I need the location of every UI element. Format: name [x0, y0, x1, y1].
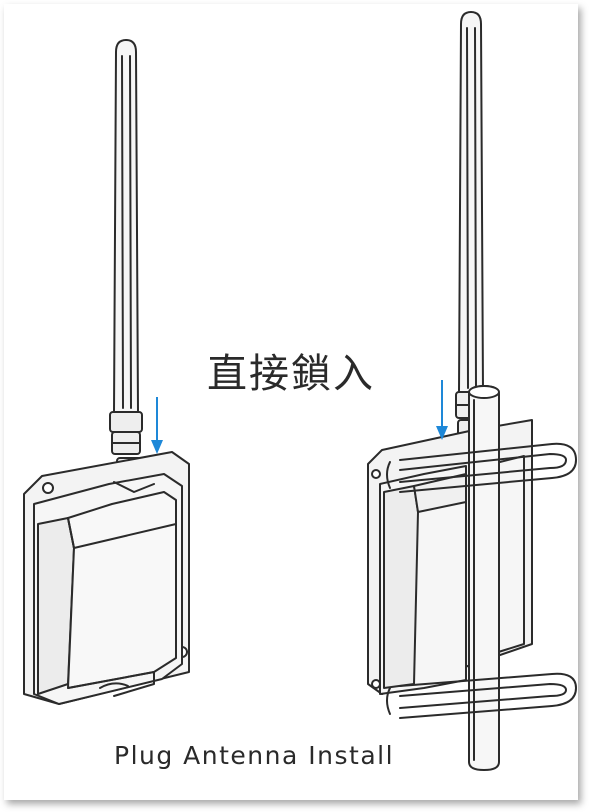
- mounting-pole-icon: [468, 385, 500, 771]
- u-bolt-bottom-icon: [386, 672, 577, 719]
- down-arrow-icon: [151, 397, 163, 454]
- diagram-frame: 直接鎖入 Plug Antenna Install: [4, 4, 578, 800]
- u-bolt-top-icon: [386, 442, 577, 493]
- left-antenna-icon: [109, 39, 143, 479]
- caption-label: Plug Antenna Install: [114, 741, 395, 770]
- headline-label: 直接鎖入: [207, 351, 375, 397]
- right-antenna-icon: [455, 11, 487, 441]
- install-illustration: [23, 11, 577, 771]
- down-arrow-icon: [436, 380, 448, 440]
- left-device-icon: [23, 451, 190, 705]
- right-device-icon: [367, 419, 533, 695]
